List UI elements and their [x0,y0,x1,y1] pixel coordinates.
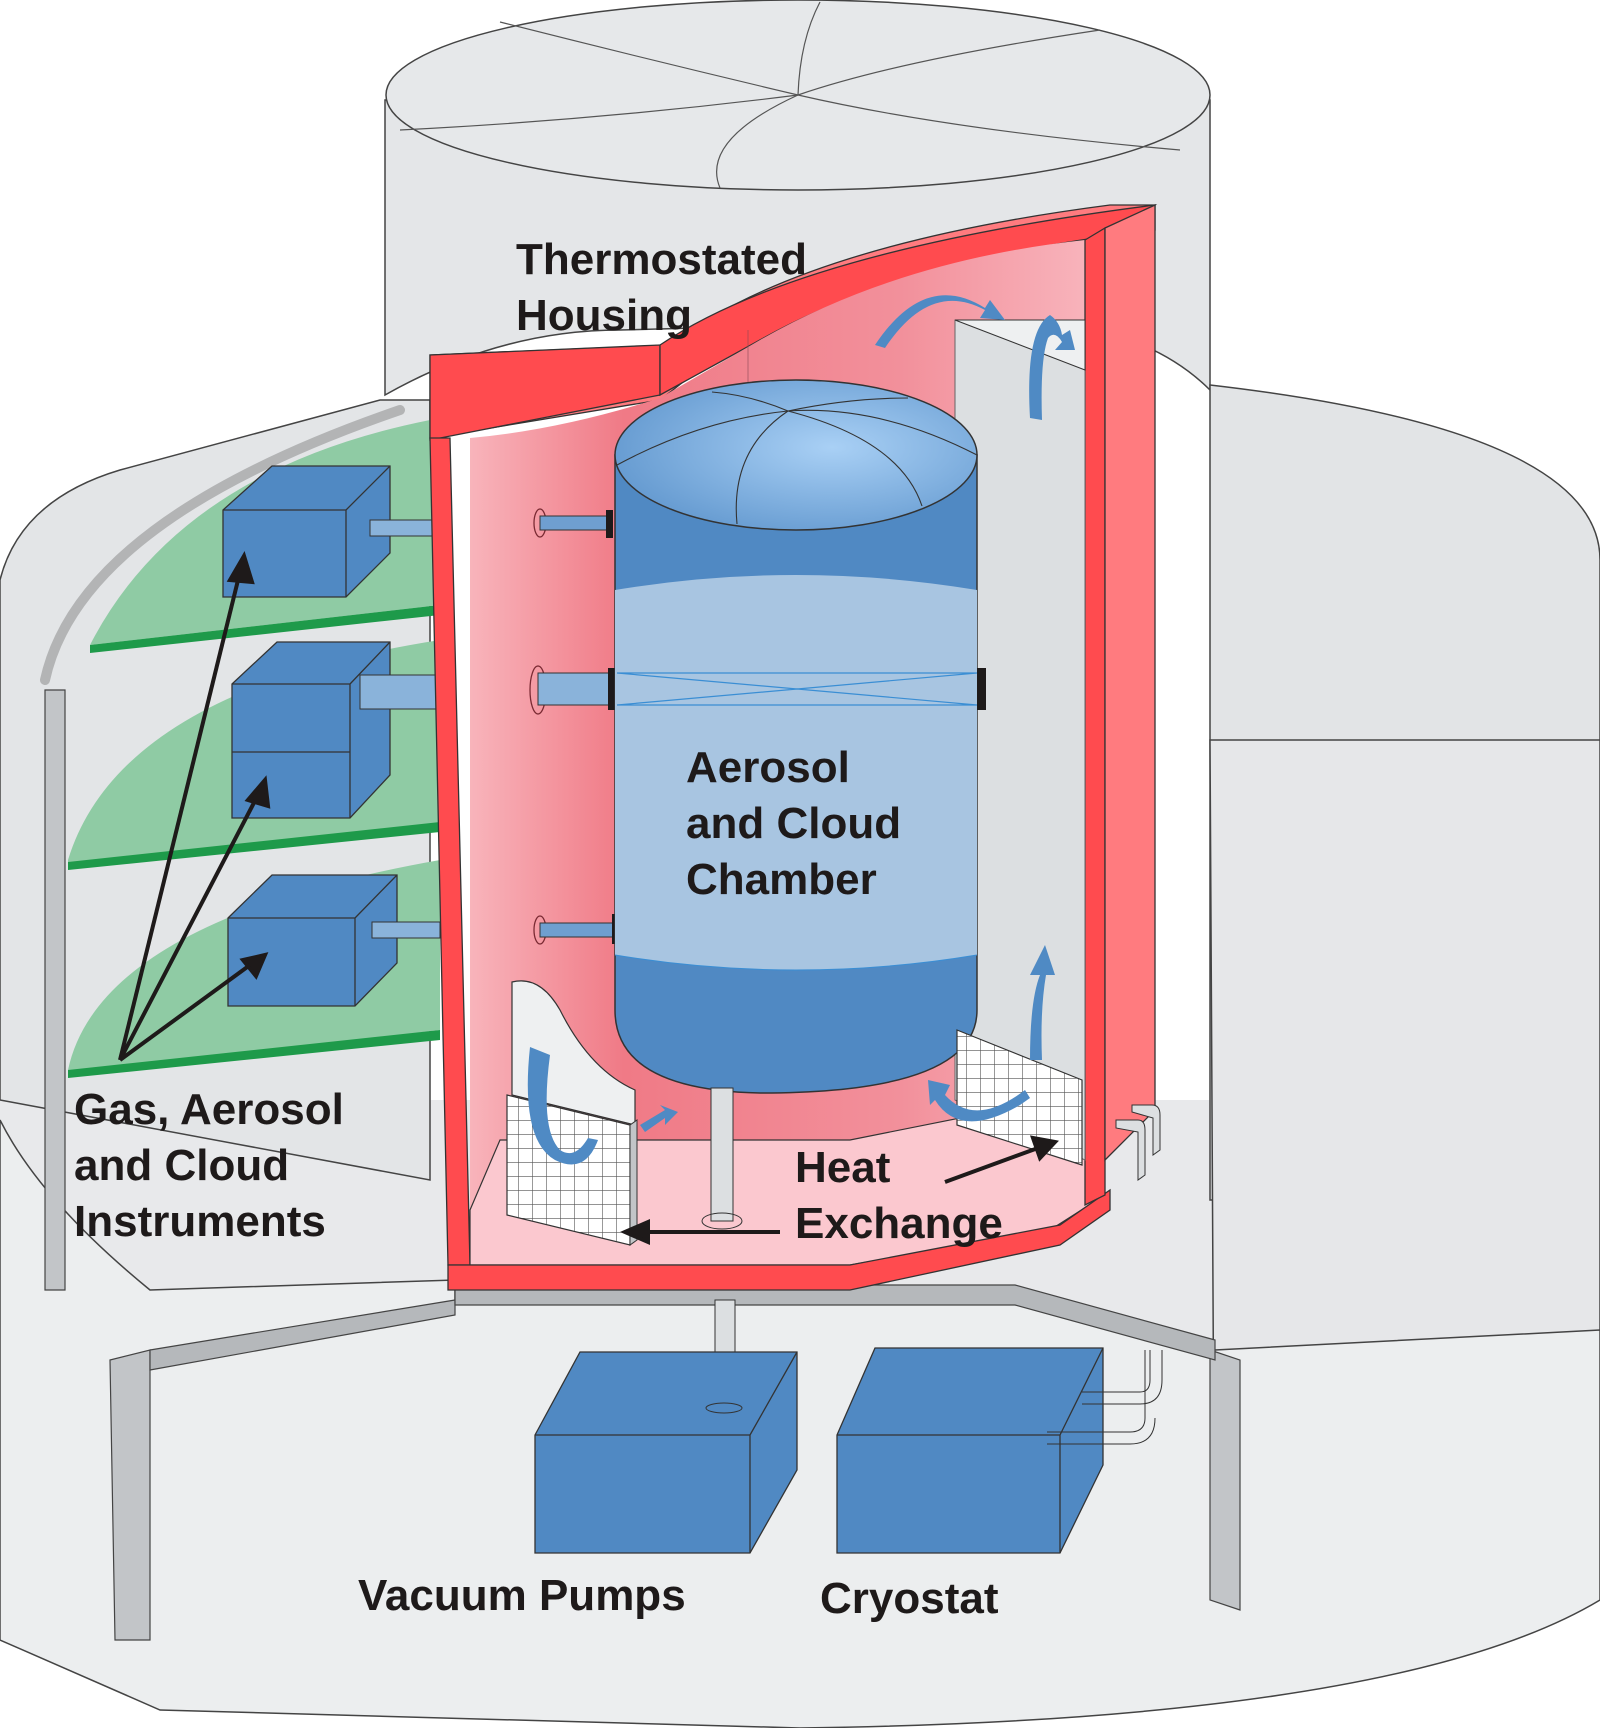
label-cryostat: Cryostat [820,1574,999,1623]
front-wall-post-left [109,1349,151,1641]
airflow-arrow-icon [928,1080,1030,1122]
instrument-box [222,465,433,598]
shelf-edge [90,605,440,653]
arrow-head-icon [1029,1135,1059,1162]
instrument-box [227,874,441,1007]
label-line: Thermostated [516,235,807,284]
label-line: Housing [516,291,692,340]
label-heat-exchange: Heat Exchange [795,1143,1003,1248]
label-thermostated-housing: Thermostated Housing [516,235,807,340]
housing-pipes [1115,1104,1161,1181]
instrument-box [231,641,441,819]
window-marker [608,668,617,710]
label-line: Gas, Aerosol [74,1085,344,1134]
left-wall-post [44,689,66,1291]
label-line: and Cloud [74,1141,289,1190]
arrow-head-icon [619,1218,650,1246]
laser-path [616,672,978,706]
label-line: and Cloud [686,799,901,848]
label-chamber: Aerosol and Cloud Chamber [686,743,901,904]
arrow-head-icon [226,551,255,585]
arrow-head-icon [239,952,269,980]
roof-ribs [399,1,1181,189]
instrument-boxes [222,465,441,1007]
label-line: Aerosol [686,743,850,792]
label-instruments: Gas, Aerosol and Cloud Instruments [74,1085,344,1246]
label-line: Exchange [795,1199,1003,1248]
airflow-arrow-icon [527,1047,598,1165]
label-arrows [118,551,1059,1246]
cryostat [836,1347,1163,1554]
window-marker [977,668,986,710]
label-vacuum-pumps: Vacuum Pumps [358,1571,686,1620]
shelf-edge [68,822,440,870]
airflow-arrow-icon [875,295,1005,348]
chamber-dome [614,379,978,531]
airflow-arrows [527,295,1075,1165]
airflow-arrow-icon [640,1105,678,1132]
shelf-edge [68,1030,440,1078]
label-line: Chamber [686,855,877,904]
airflow-arrow-icon [1030,945,1055,1060]
label-line: Instruments [74,1197,326,1246]
vacuum-pumps [534,1299,798,1554]
chamber [614,379,986,1230]
front-wall-post-right [1209,1349,1241,1611]
arrow-head-icon [244,775,271,809]
label-line: Heat [795,1143,891,1192]
airflow-arrow-icon [1029,315,1075,420]
